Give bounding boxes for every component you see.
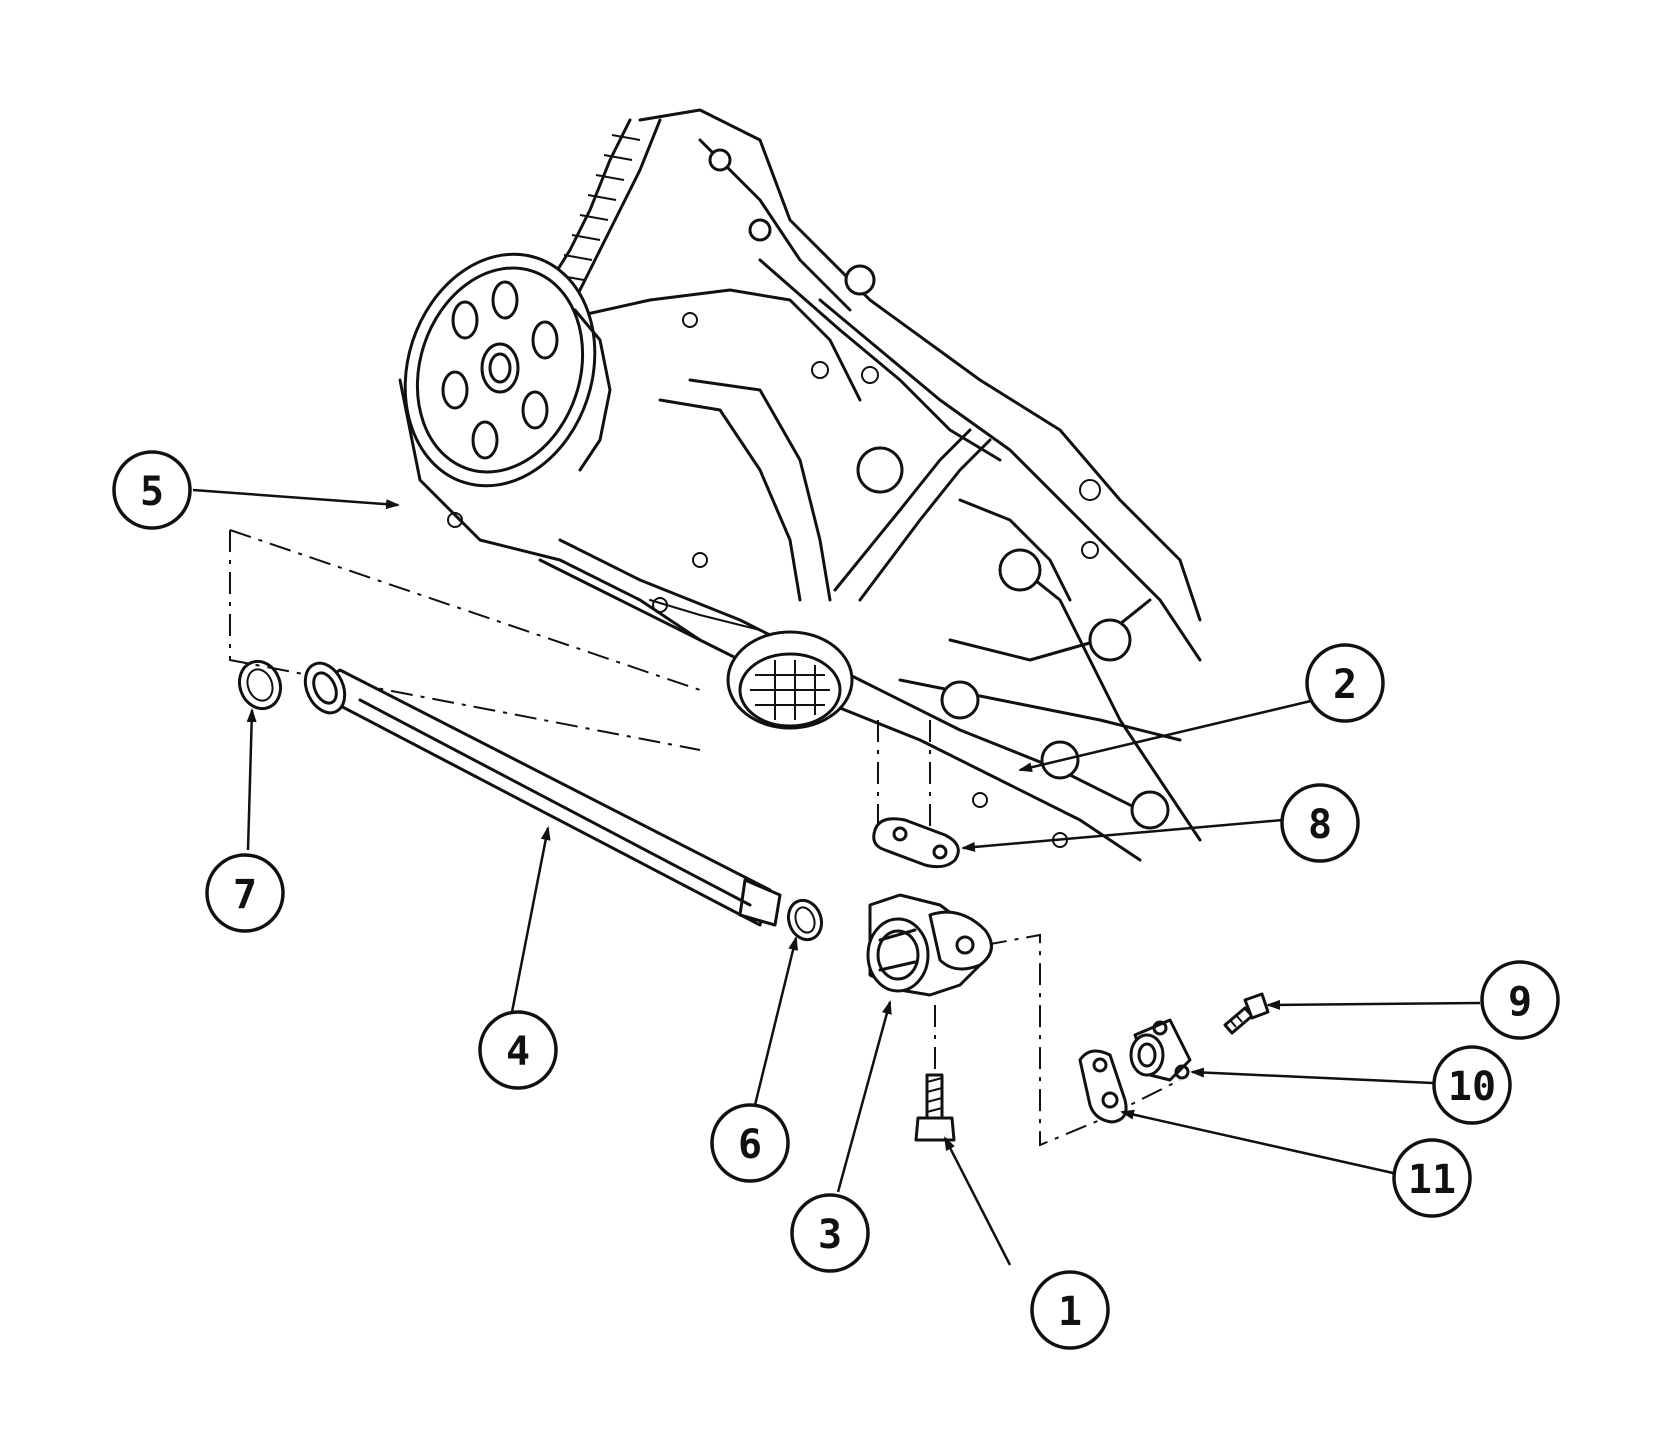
pickup-tube [649,378,992,730]
callout-5: 5 [112,450,192,530]
callout-8: 8 [1280,783,1360,863]
callout-3: 3 [790,1193,870,1273]
tube-part-4 [303,661,782,927]
callout-1-label: 1 [1058,1289,1082,1335]
bolt-part-1 [914,1073,956,1142]
callout-6: 6 [710,1103,790,1183]
alignment-lines [229,529,1181,1147]
callout-4: 4 [478,1010,558,1090]
callout-11: 11 [1392,1138,1472,1218]
callout-10-label: 10 [1448,1064,1496,1110]
callout-7-label: 7 [233,872,257,918]
callout-2: 2 [1305,643,1385,723]
pump-housing-part-3 [866,893,993,997]
callout-6-label: 6 [738,1122,762,1168]
callout-1: 1 [1030,1270,1110,1350]
sprocket-gear [403,252,612,488]
o-ring-part-7 [237,659,283,711]
leader-lines [192,488,1481,1266]
timing-belt [543,118,662,302]
gasket-part-8 [872,817,960,869]
callout-10: 10 [1432,1045,1512,1125]
callout-11-label: 11 [1408,1157,1456,1203]
callout-4-label: 4 [506,1029,530,1075]
o-ring-part-6 [786,898,824,942]
callout-7: 7 [205,853,285,933]
callout-9-label: 9 [1508,979,1532,1025]
engine-block [398,108,1202,862]
callout-9: 9 [1480,960,1560,1040]
screw-part-9 [1223,992,1270,1035]
gasket-part-11 [1078,1049,1128,1124]
callout-5-label: 5 [140,469,164,515]
callout-8-label: 8 [1308,802,1332,848]
callout-2-label: 2 [1333,662,1357,708]
adapter-part-10 [1129,1018,1192,1082]
callout-3-label: 3 [818,1212,842,1258]
